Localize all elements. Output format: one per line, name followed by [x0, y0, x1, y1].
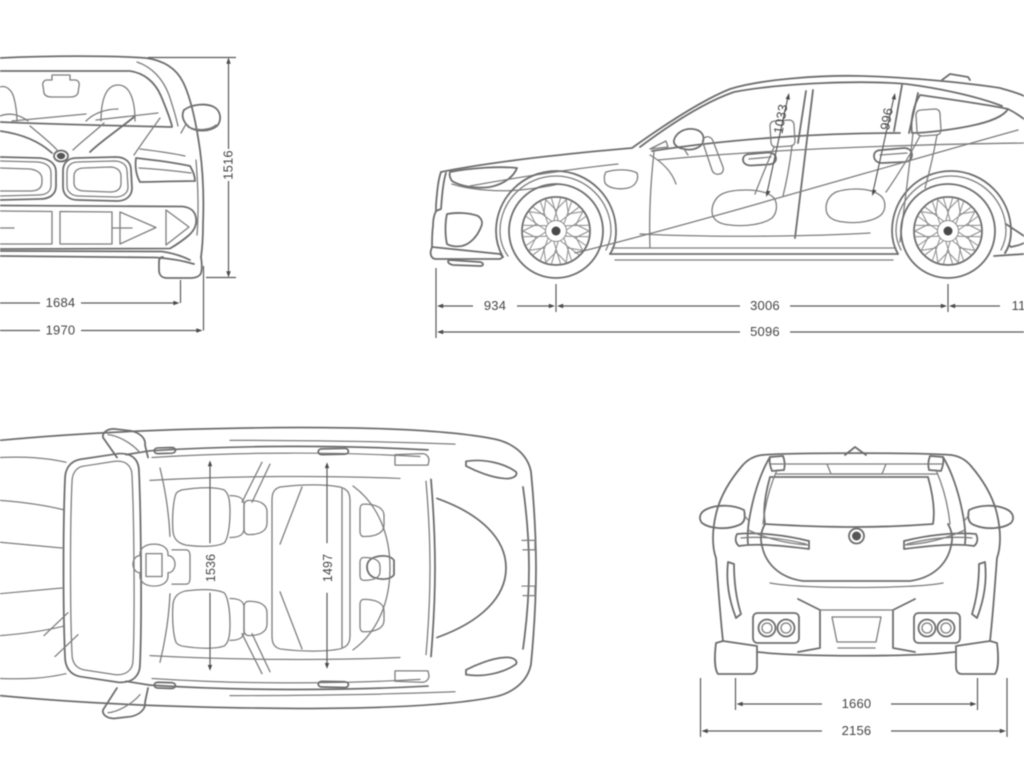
svg-text:1516: 1516	[221, 150, 236, 180]
svg-text:5096: 5096	[750, 324, 780, 339]
svg-text:1536: 1536	[204, 554, 218, 582]
svg-text:1660: 1660	[842, 696, 872, 711]
svg-text:3006: 3006	[750, 298, 780, 313]
svg-text:2156: 2156	[842, 723, 872, 738]
svg-text:996: 996	[877, 107, 896, 132]
svg-text:934: 934	[484, 298, 506, 313]
svg-text:1497: 1497	[321, 554, 335, 582]
svg-text:1156: 1156	[1012, 298, 1024, 313]
svg-text:1970: 1970	[46, 323, 76, 338]
svg-text:1684: 1684	[46, 295, 76, 310]
svg-text:1033: 1033	[771, 103, 791, 135]
